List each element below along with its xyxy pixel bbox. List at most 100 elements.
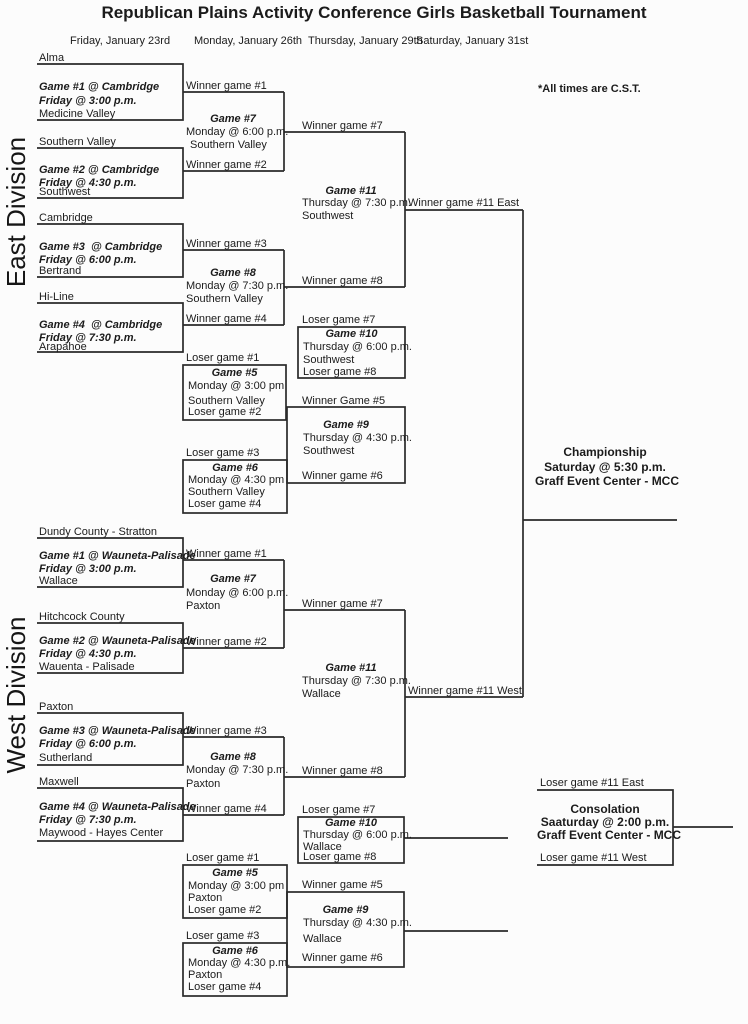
game-site: Southern Valley <box>188 395 265 407</box>
team-name: Dundy County - Stratton <box>39 526 158 538</box>
game-time: Thursday @ 4:30 p.m. <box>303 917 412 929</box>
game-site: Southern Valley <box>190 139 267 151</box>
team-name: Wallace <box>39 575 78 587</box>
game-title: Game #7 <box>210 113 256 125</box>
game-site: Paxton <box>186 600 221 612</box>
game-site: Paxton <box>186 778 221 790</box>
slot-label: Loser game #7 <box>302 314 376 326</box>
slot-label: Loser game #3 <box>186 447 260 459</box>
slot-label: Loser game #11 West <box>540 852 647 864</box>
game-time: Monday @ 3:00 pm <box>188 380 285 392</box>
slot-label: Winner Game #5 <box>302 395 386 407</box>
game-time: Monday @ 6:00 p.m. <box>186 126 289 138</box>
game-site: Wallace <box>303 841 342 853</box>
slot-label: Winner game #2 <box>186 159 267 171</box>
game-title: Game #6 <box>212 462 258 474</box>
matchup-info: Game #2 @ Wauneta-Palisade <box>39 635 196 647</box>
game-title: Game #5 <box>212 867 258 879</box>
consolation-title: Consolation <box>570 802 640 816</box>
times-note: *All times are C.S.T. <box>538 83 641 95</box>
game-site: Wallace <box>302 688 341 700</box>
division-label-east: East Division <box>1 136 31 288</box>
game-title: Game #5 <box>211 367 258 379</box>
matchup-time: Friday @ 6:00 p.m. <box>39 254 137 266</box>
game-site: Southern Valley <box>188 486 265 498</box>
matchup-info: Game #3 @ Wauneta-Palisade <box>39 725 196 737</box>
matchup-info: Game #3 @ Cambridge <box>39 241 163 253</box>
game-title: Game #7 <box>210 573 256 585</box>
team-name: Southwest <box>39 186 91 198</box>
slot-label: Winner game #3 <box>186 725 267 737</box>
team-name: Bertrand <box>39 265 82 277</box>
game-site: Paxton <box>188 892 223 904</box>
slot-label: Winner game #7 <box>302 120 383 132</box>
slot-label: Winner game #6 <box>302 952 383 964</box>
slot-label: Winner game #4 <box>186 803 267 815</box>
team-name: Southern Valley <box>39 136 116 148</box>
slot-label: Winner game #1 <box>186 548 267 560</box>
winner-slot-label: Winner game #11 West <box>408 685 522 697</box>
game-title: Game #10 <box>325 328 378 340</box>
slot-label: Loser game #7 <box>302 804 376 816</box>
championship-venue: Graff Event Center - MCC <box>535 474 680 488</box>
slot-label: Winner game #6 <box>302 470 383 482</box>
slot-label: Loser game #2 <box>188 406 262 418</box>
slot-label: Winner game #3 <box>186 238 267 250</box>
matchup-info: Game #1 @ Cambridge <box>39 81 160 93</box>
championship-time: Saturday @ 5:30 p.m. <box>544 460 666 474</box>
page-title: Republican Plains Activity Conference Gi… <box>101 3 647 22</box>
game-site: Southern Valley <box>186 293 263 305</box>
team-name: Paxton <box>39 701 74 713</box>
slot-label: Loser game #4 <box>188 498 262 510</box>
team-name: Arapahoe <box>39 341 87 353</box>
slot-label: Loser game #1 <box>186 352 260 364</box>
game-site: Southwest <box>303 354 355 366</box>
game-time: Monday @ 4:30 pm <box>188 474 285 486</box>
matchup-info: Game #4 @ Wauneta-Palisade <box>39 801 196 813</box>
game-time: Monday @ 7:30 p.m. <box>186 280 289 292</box>
team-name: Medicine Valley <box>39 108 116 120</box>
matchup-info: Game #4 @ Cambridge <box>39 319 163 331</box>
slot-label: Loser game #8 <box>303 366 377 378</box>
game-time: Thursday @ 6:00 p.m. <box>303 829 412 841</box>
matchup-time: Friday @ 4:30 p.m. <box>39 177 137 189</box>
team-name: Alma <box>39 52 65 64</box>
game-time: Monday @ 7:30 p.m. <box>186 764 289 776</box>
slot-label: Loser game #3 <box>186 930 260 942</box>
date-header-thursday: Thursday, January 29th <box>308 35 423 47</box>
matchup-info: Game #2 @ Cambridge <box>39 164 160 176</box>
slot-label: Winner game #2 <box>186 636 267 648</box>
matchup-time: Friday @ 4:30 p.m. <box>39 648 137 660</box>
consolation-venue: Graff Event Center - MCC <box>537 828 682 842</box>
slot-label: Loser game #2 <box>188 904 262 916</box>
slot-label: Winner game #4 <box>186 313 267 325</box>
date-header-friday: Friday, January 23rd <box>70 35 171 47</box>
date-header-monday: Monday, January 26th <box>194 35 303 47</box>
game-title: Game #8 <box>210 267 256 279</box>
game-time: Monday @ 4:30 p.m. <box>188 957 291 969</box>
game-time: Thursday @ 4:30 p.m. <box>303 432 412 444</box>
slot-label: Loser game #4 <box>188 981 262 993</box>
game-time: Thursday @ 7:30 p.m. <box>302 197 411 209</box>
team-name: Sutherland <box>39 752 93 764</box>
game-title: Game #9 <box>322 904 369 916</box>
slot-label: Loser game #1 <box>186 852 260 864</box>
game-title: Game #10 <box>325 817 377 829</box>
game-site: Wallace <box>303 933 342 945</box>
team-name: Hitchcock County <box>39 611 125 623</box>
division-label-west: West Division <box>1 616 31 774</box>
game-title: Game #8 <box>210 751 256 763</box>
game-time: Monday @ 6:00 p.m. <box>186 587 289 599</box>
matchup-info: Game #1 @ Wauneta-Palisade <box>39 550 196 562</box>
game-time: Thursday @ 6:00 p.m. <box>303 341 412 353</box>
slot-label: Winner game #8 <box>302 275 383 287</box>
team-name: Hi-Line <box>39 291 74 303</box>
date-header-saturday: Saturday, January 31st <box>416 35 529 47</box>
matchup-time: Friday @ 3:00 p.m. <box>39 95 137 107</box>
slot-label: Winner game #1 <box>186 80 267 92</box>
team-name: Wauenta - Palisade <box>39 661 135 673</box>
consolation-time: Saaturday @ 2:00 p.m. <box>540 815 670 829</box>
game-title: Game #11 <box>325 662 377 674</box>
